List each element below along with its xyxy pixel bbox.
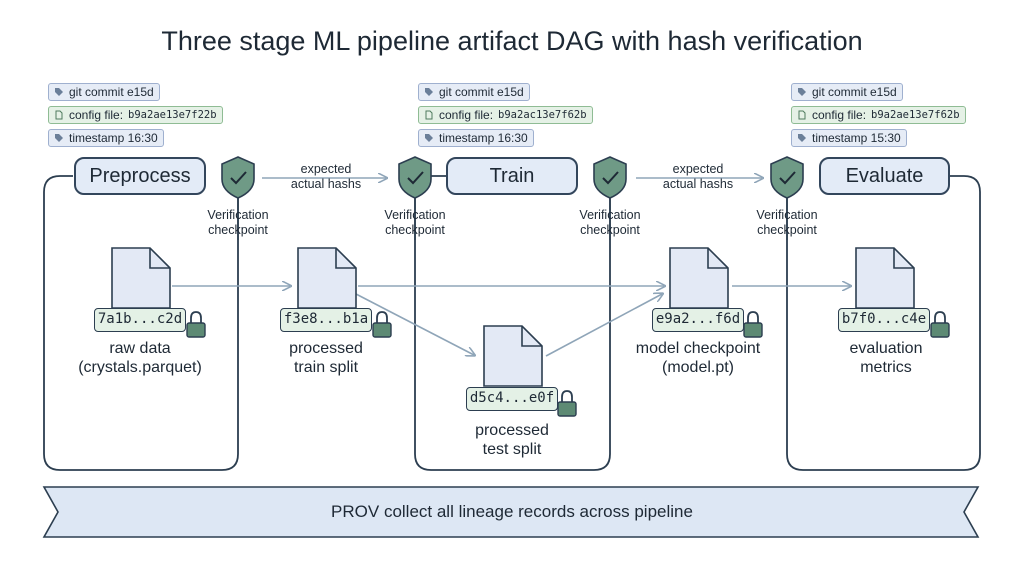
artifact-label-metrics: evaluation metrics [849,340,923,376]
document-icon [798,110,806,120]
artifact-label-model: model checkpoint (model.pt) [635,340,761,376]
artifact-arrow-train-to-test-split [355,293,474,355]
timestamp-tag: timestamp 15:30 [791,129,907,147]
verification-checkpoint-label: Verification checkpoint [756,208,818,237]
artifact-label-train-split: processed train split [289,340,363,376]
config-file-label: config file: [812,107,867,122]
git-commit-tag: git commit e15d [48,83,160,101]
timestamp-text: timestamp 15:30 [812,130,901,145]
tag-icon [425,88,433,96]
shield-check-icon [593,156,627,199]
verification-checkpoint-label: Verification checkpoint [579,208,641,237]
config-file-tag: config file: b9a2ac13e7f62b [418,106,593,124]
shield-check-icon [221,156,255,199]
lineage-banner [42,486,980,538]
tag-icon [55,134,63,142]
diagram-title: Three stage ML pipeline artifact DAG wit… [161,26,863,56]
lineage-banner-text: PROV collect all lineage records across … [331,502,693,521]
config-file-label: config file: [439,107,494,122]
config-file-hash: b9a2ae13e7f22b [128,108,217,121]
artifact-label-raw-data: raw data (crystals.parquet) [78,340,202,376]
shield-check-icon [398,156,432,199]
artifact-hash: f3e8...b1a [280,308,372,332]
file-icon [297,247,357,309]
hash-compare-note: expected actual hashs [662,162,734,191]
tag-icon [55,88,63,96]
tag-icon [798,88,806,96]
git-commit-tag: git commit e15d [791,83,903,101]
timestamp-tag: timestamp 16:30 [48,129,164,147]
config-file-hash: b9a2ae13e7f62b [871,108,960,121]
timestamp-text: timestamp 16:30 [439,130,528,145]
shield-check-icon [770,156,804,199]
git-commit-text: git commit e15d [69,84,154,99]
hash-compare-note: expected actual hashs [290,162,362,191]
timestamp-tag: timestamp 16:30 [418,129,534,147]
config-file-hash: b9a2ac13e7f62b [498,108,587,121]
document-icon [55,110,63,120]
artifact-label-test-split: processed test split [475,422,549,458]
document-icon [425,110,433,120]
artifact-hash: d5c4...e0f [466,387,558,411]
stage-container-preprocess [43,175,239,471]
git-commit-text: git commit e15d [439,84,524,99]
lock-icon [186,311,206,338]
file-icon [669,247,729,309]
artifact-hash: e9a2...f6d [652,308,744,332]
file-icon [111,247,171,309]
artifact-hash: b7f0...c4e [838,308,930,332]
lock-icon [743,311,763,338]
lock-icon [930,311,950,338]
git-commit-tag: git commit e15d [418,83,530,101]
verification-checkpoint-label: Verification checkpoint [207,208,269,237]
timestamp-text: timestamp 16:30 [69,130,158,145]
artifact-arrow-test-split-to-model [545,294,662,357]
file-icon [483,325,543,387]
artifact-hash: 7a1b...c2d [94,308,186,332]
git-commit-text: git commit e15d [812,84,897,99]
file-icon [855,247,915,309]
stage-train: Train [446,157,578,195]
tag-icon [425,134,433,142]
stage-evaluate: Evaluate [819,157,950,195]
verification-checkpoint-label: Verification checkpoint [384,208,446,237]
stage-container-evaluate [786,175,981,471]
tag-icon [798,134,806,142]
config-file-label: config file: [69,107,124,122]
lock-icon [372,311,392,338]
config-file-tag: config file: b9a2ae13e7f62b [791,106,966,124]
config-file-tag: config file: b9a2ae13e7f22b [48,106,223,124]
stage-preprocess: Preprocess [74,157,206,195]
lock-icon [557,390,577,417]
